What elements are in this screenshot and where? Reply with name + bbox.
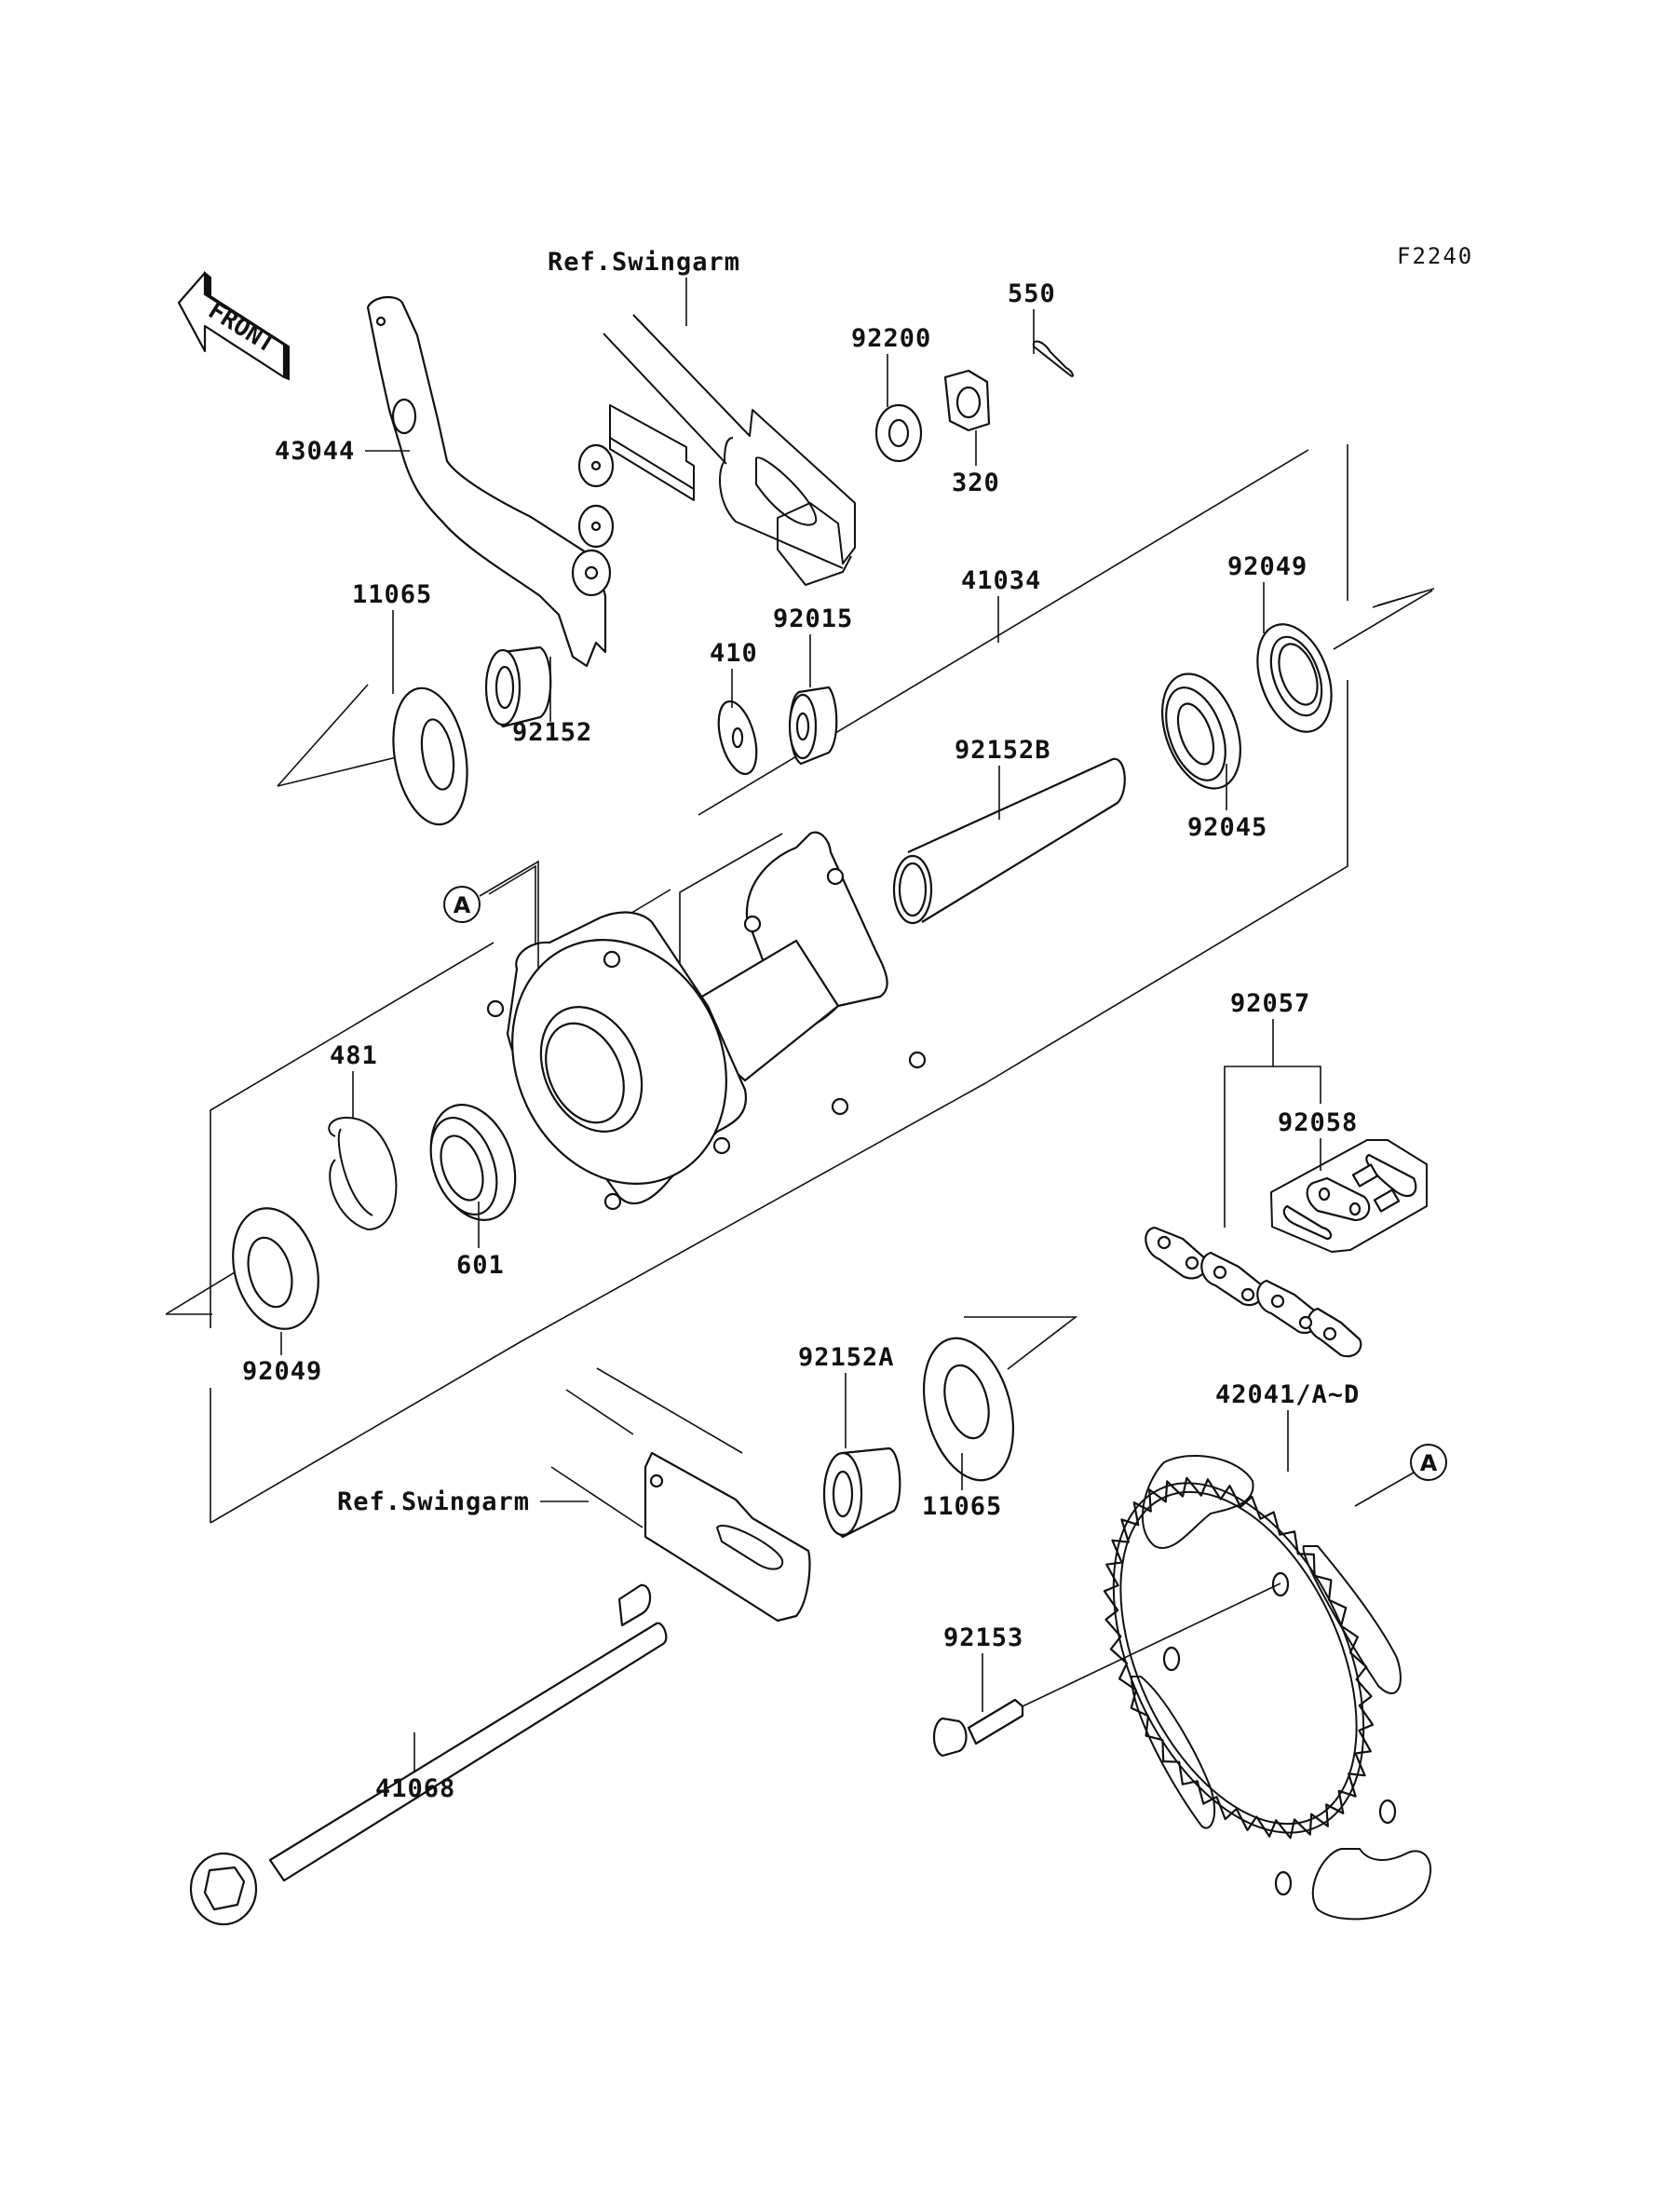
- part-92049-top-label: 92049: [1227, 552, 1307, 581]
- axle-41068-part: [189, 1583, 668, 1926]
- circlip-481-part: [328, 1117, 398, 1230]
- part-92045-label: 92045: [1187, 813, 1267, 842]
- wheel-hub-part: [486, 831, 927, 1211]
- master-link-92058-part: [1270, 1139, 1428, 1253]
- castle-nut-320-part: [943, 369, 991, 432]
- part-320-label: 320: [952, 469, 1000, 497]
- figure-code: F2240: [1397, 243, 1473, 269]
- part-42041-label: 42041/A~D: [1215, 1380, 1360, 1409]
- part-92152-label: 92152: [512, 718, 592, 747]
- bolt-92153-part: [932, 1582, 1281, 1758]
- washer-410-part: [717, 699, 758, 776]
- callout-a-right: A: [1354, 1444, 1447, 1507]
- bearing-601-part: [429, 1104, 517, 1221]
- collar-92152-part: [484, 645, 552, 728]
- part-92200-label: 92200: [851, 324, 931, 353]
- spacer-tube-92152B-part: [892, 757, 1126, 925]
- callout-a-left: A: [443, 860, 539, 969]
- seal-92049-bottom-part: [232, 1207, 319, 1330]
- seal-92049-top-part: [1256, 623, 1333, 733]
- ref-swingarm-bottom-label: Ref.Swingarm: [337, 1487, 530, 1516]
- part-481-label: 481: [330, 1041, 378, 1070]
- bearing-92045-part: [1161, 672, 1241, 790]
- part-41034-label: 41034: [961, 566, 1041, 595]
- part-92152A-label: 92152A: [798, 1343, 895, 1372]
- part-43044-label: 43044: [275, 437, 355, 466]
- seal-11065-bottom-part: [922, 1337, 1015, 1482]
- part-92057-label: 92057: [1230, 989, 1310, 1018]
- washer-92200-part: [874, 403, 923, 463]
- part-410-label: 410: [710, 639, 758, 668]
- ref-swingarm-top-label: Ref.Swingarm: [548, 248, 740, 277]
- callout-a-right-label: A: [1420, 1450, 1438, 1476]
- assembly-frame-lines: [165, 444, 1435, 1524]
- part-92049-bottom-label: 92049: [242, 1357, 322, 1386]
- collar-92152A-part: [822, 1446, 901, 1539]
- brake-arm-43044-part: [366, 295, 615, 668]
- part-92152B-label: 92152B: [955, 736, 1051, 765]
- cotter-pin-550-part: [1032, 340, 1074, 377]
- part-92058-label: 92058: [1278, 1108, 1358, 1137]
- part-11065-top-label: 11065: [352, 580, 432, 609]
- swingarm-bottom-part: [550, 1367, 811, 1623]
- seal-11065-top-part: [392, 686, 468, 826]
- part-550-label: 550: [1008, 279, 1056, 308]
- part-92153-label: 92153: [943, 1623, 1023, 1652]
- chain-92057-part: [1145, 1226, 1362, 1358]
- part-601-label: 601: [456, 1251, 505, 1280]
- sprocket-42041-part: [1103, 1455, 1431, 1921]
- swingarm-top-part: [603, 314, 856, 586]
- callout-a-left-label: A: [454, 892, 471, 918]
- front-arrow-icon: FRONT: [177, 270, 290, 381]
- nut-92015-part: [788, 686, 838, 766]
- part-41068-label: 41068: [375, 1774, 455, 1803]
- part-11065-bottom-label: 11065: [922, 1492, 1002, 1521]
- part-92015-label: 92015: [773, 604, 853, 633]
